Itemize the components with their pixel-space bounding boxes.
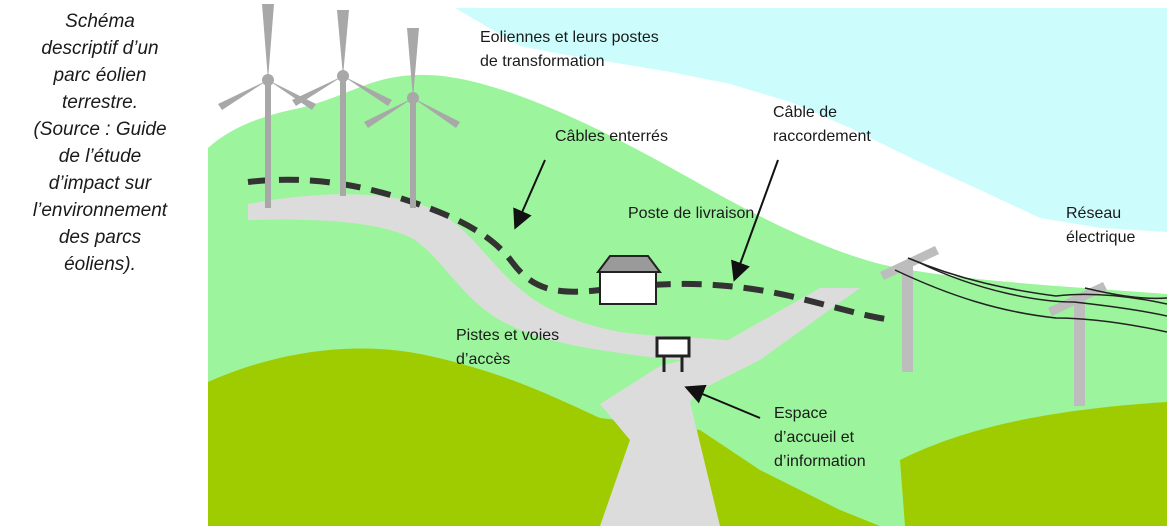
caption-line: terrestre.: [61, 92, 139, 113]
turbine-tower: [340, 76, 346, 196]
arrow-cable-raccordement: [731, 159, 779, 282]
label-eoliennes: de transformation: [480, 53, 605, 70]
wind-turbine: [218, 4, 316, 208]
turbine-blade: [292, 76, 343, 106]
distant-hills: [380, 8, 1167, 292]
caption-line: l’environnement: [32, 200, 168, 221]
pylon-post: [902, 262, 913, 372]
caption-line: de l’étude: [58, 146, 142, 167]
power-lines: [894, 257, 1167, 333]
caption-line: parc éolien: [53, 65, 147, 86]
turbine-blade: [218, 80, 268, 110]
electric-pylon: [1048, 282, 1107, 406]
underground-cable: [247, 176, 896, 323]
label-cable-raccordement: Câble de: [773, 104, 837, 121]
pylon-crossarm: [1048, 282, 1107, 316]
label-eoliennes: Eoliennes et leurs postes: [480, 29, 659, 46]
turbine-tower: [265, 80, 271, 208]
label-espace-accueil: Espace: [774, 405, 827, 422]
info-sign-icon: [655, 336, 691, 372]
label-espace-accueil: d’information: [774, 453, 866, 470]
substation-roof: [596, 255, 662, 273]
substation-body: [599, 271, 657, 305]
label-cable-raccordement: raccordement: [773, 128, 871, 145]
power-line: [907, 257, 1167, 305]
turbine-blade: [407, 28, 419, 98]
label-reseau-electrique: Réseau: [1066, 205, 1121, 222]
power-line: [1084, 287, 1167, 300]
turbine-blade: [413, 98, 460, 128]
caption-line: éoliens).: [64, 254, 136, 275]
turbine-hub: [337, 70, 349, 82]
turbine-blade: [337, 10, 349, 76]
main-access-road: [600, 288, 860, 526]
label-cables-enterres: Câbles enterrés: [555, 128, 668, 145]
turbine-blade: [343, 76, 392, 106]
caption-line: des parcs: [58, 227, 142, 248]
power-line: [917, 261, 1167, 317]
turbine-blade: [364, 98, 413, 128]
pylon-post: [1074, 296, 1085, 406]
wind-turbine: [364, 28, 460, 208]
delivery-substation-icon: [596, 255, 662, 305]
annotation-arrows: [513, 159, 779, 419]
power-line: [894, 269, 1167, 333]
caption-line: d’impact sur: [48, 173, 152, 194]
arrow-cables-enterres: [513, 159, 546, 230]
label-pistes: Pistes et voies: [456, 327, 559, 344]
turbine-hub: [407, 92, 419, 104]
label-espace-accueil: d’accueil et: [774, 429, 855, 446]
pylon-crossarm: [880, 246, 939, 280]
caption-line: Schéma: [65, 11, 135, 32]
wind-turbine: [292, 10, 392, 196]
turbine-tower: [410, 98, 416, 208]
label-reseau-electrique: électrique: [1066, 229, 1135, 246]
turbine-blade: [262, 4, 274, 80]
label-pistes: d’accès: [456, 351, 510, 368]
arrow-espace-accueil: [684, 384, 761, 419]
label-poste-livraison: Poste de livraison: [628, 205, 754, 222]
caption-line: descriptif d’un: [41, 38, 159, 59]
figure-caption: Schéma descriptif d’un parc éolien terre…: [0, 8, 200, 278]
sky-area: [455, 8, 1167, 232]
turbine-blade: [268, 80, 316, 110]
caption-line: (Source : Guide: [33, 119, 167, 140]
electric-pylon: [880, 246, 939, 372]
info-sign-board: [655, 336, 691, 358]
turbine-hub: [262, 74, 274, 86]
foreground-field: [208, 348, 880, 526]
foreground-field-right: [900, 402, 1167, 526]
access-road: [248, 194, 752, 362]
